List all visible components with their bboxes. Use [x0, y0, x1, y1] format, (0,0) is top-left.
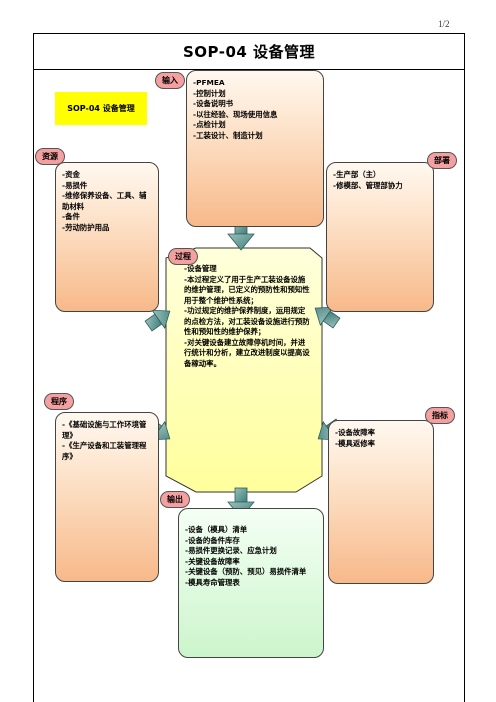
tag-resources: 资源 [35, 148, 65, 165]
tag-process: 过程 [168, 248, 198, 265]
arrow-resources-to-process [144, 309, 171, 332]
tag-department: 部署 [427, 152, 457, 169]
tag-procedure: 程序 [44, 393, 74, 410]
tag-indicator: 指标 [425, 407, 455, 424]
department-box: -生产部（主） -修模部、管理部协力 [326, 162, 434, 312]
tag-output: 输出 [160, 491, 190, 508]
process-text: -设备管理 -本过程定义了用于生产工装设备设施的维护管理，已定义的预防性和预知性… [184, 264, 310, 368]
tag-input: 输入 [155, 72, 185, 89]
input-box: -PFMEA -控制计划 -设备说明书 -以往经验、现场使用信息 -点检计划 -… [186, 70, 324, 227]
page-number: 1/2 [438, 19, 450, 29]
page-frame [33, 33, 465, 702]
resources-box: -资金 -易损件 -维修保养设备、工具、辅助材料 -备件 -劳动防护用品 [55, 162, 159, 312]
page-title: SOP-04 设备管理 [33, 33, 465, 70]
indicator-box: -设备故障率 -模具返修率 [328, 420, 434, 584]
process-octagon [165, 247, 323, 493]
sop-label: SOP-04 设备管理 [55, 92, 147, 125]
output-box: -设备（模具）清单 -设备的备件库存 -易损件更换记录、应急计划 -关键设备故障… [178, 508, 324, 658]
arrow-department-to-process [314, 306, 341, 329]
procedure-box: -《基础设施与工作环境管理》 -《生产设备和工装管理程序》 [55, 412, 159, 582]
